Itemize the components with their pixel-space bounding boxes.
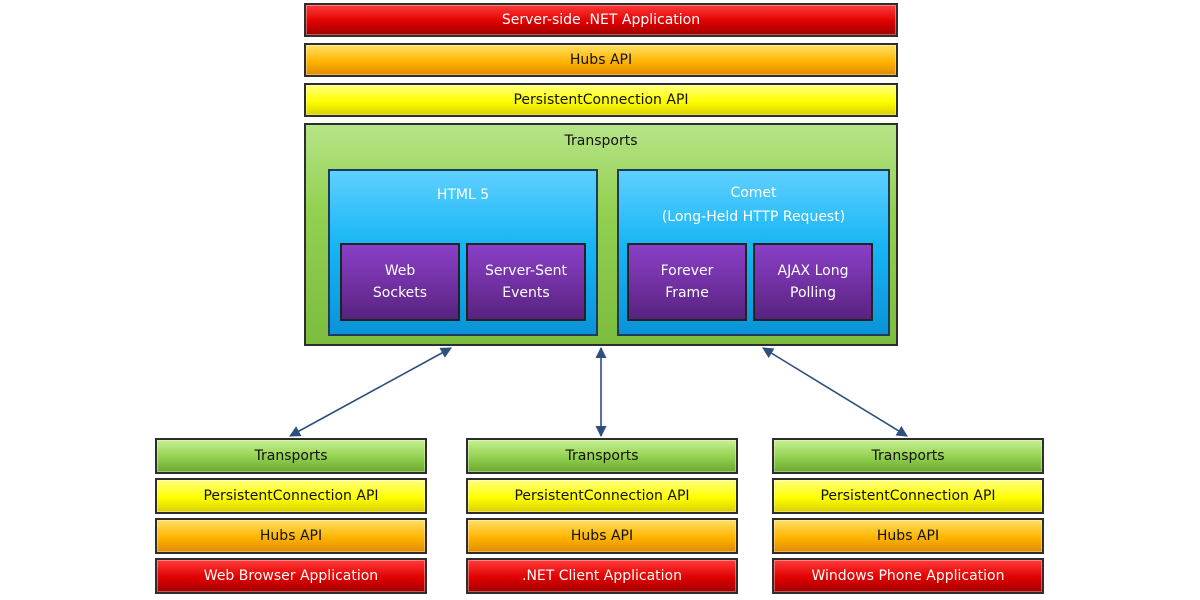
forever-frame-box: Forever Frame [627,243,747,321]
client-application-label: Web Browser Application [203,568,379,584]
server-persistent-api-layer: PersistentConnection API [304,83,898,117]
client-hubs-api-label: Hubs API [876,528,940,544]
client-transports-layer: Transports [466,438,738,474]
client-transports-layer: Transports [155,438,427,474]
client-application-label: .NET Client Application [522,568,682,584]
server-application-label: Server-side .NET Application [501,12,701,28]
server-hubs-api-label: Hubs API [569,52,633,68]
server-hubs-api-layer: Hubs API [304,43,898,77]
client-application-layer: Windows Phone Application [772,558,1044,594]
comet-title: Comet (Long-Held HTTP Request) [661,185,846,225]
arrow-web-browser [289,347,452,437]
server-persistent-api-label: PersistentConnection API [513,92,689,108]
client-hubs-api-layer: Hubs API [155,518,427,554]
server-application-layer: Server-side .NET Application [304,3,898,37]
comet-group: Comet (Long-Held HTTP Request) Forever F… [617,169,890,336]
client-persistent-api-label: PersistentConnection API [820,488,996,504]
client-transports-label: Transports [871,448,945,464]
html5-group: HTML 5 Web Sockets Server-Sent Events [328,169,598,336]
arrow-windows-phone [762,347,908,437]
web-sockets-box: Web Sockets [340,243,460,321]
client-application-layer: Web Browser Application [155,558,427,594]
client-application-layer: .NET Client Application [466,558,738,594]
client-hubs-api-label: Hubs API [259,528,323,544]
client-persistent-api-layer: PersistentConnection API [155,478,427,514]
client-persistent-api-label: PersistentConnection API [203,488,379,504]
client-hubs-api-layer: Hubs API [466,518,738,554]
server-transports-panel: Transports HTML 5 Web Sockets Server-Sen… [304,123,898,346]
client-persistent-api-layer: PersistentConnection API [466,478,738,514]
client-transports-layer: Transports [772,438,1044,474]
client-persistent-api-layer: PersistentConnection API [772,478,1044,514]
html5-title: HTML 5 [436,187,490,203]
client-transports-label: Transports [254,448,328,464]
client-hubs-api-label: Hubs API [570,528,634,544]
server-sent-events-box: Server-Sent Events [466,243,586,321]
client-transports-label: Transports [565,448,639,464]
client-application-label: Windows Phone Application [811,568,1005,584]
server-transports-title: Transports [564,133,638,149]
client-persistent-api-label: PersistentConnection API [514,488,690,504]
ajax-long-polling-box: AJAX Long Polling [753,243,873,321]
client-hubs-api-layer: Hubs API [772,518,1044,554]
